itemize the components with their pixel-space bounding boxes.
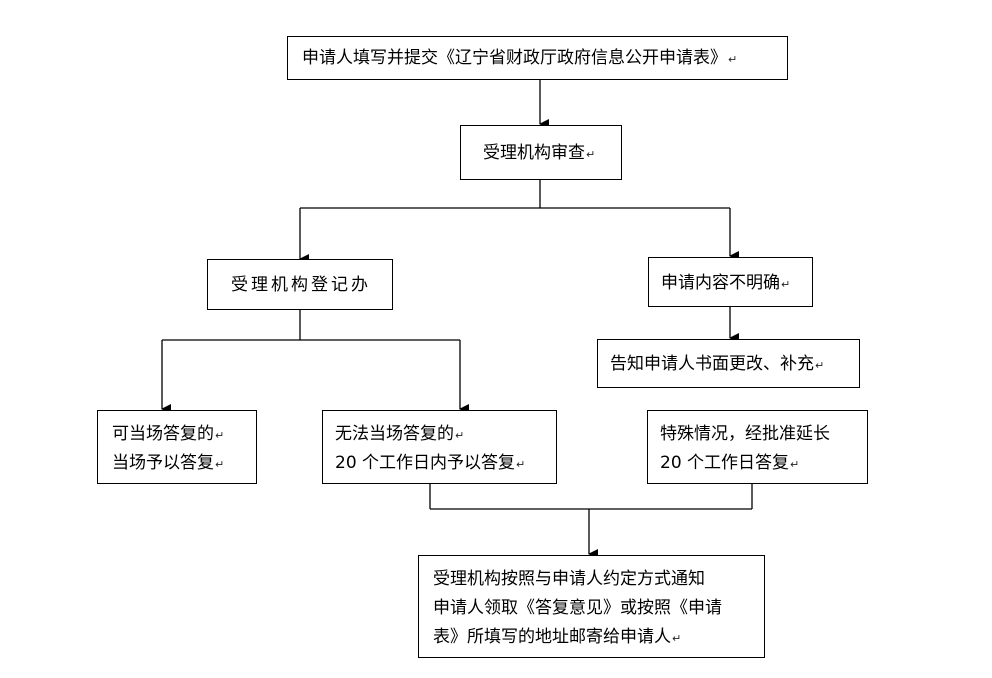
node-notify-change-text: 告知申请人书面更改、补充: [610, 354, 814, 374]
node-register-text: 受理机构登记办: [231, 275, 371, 295]
node-apply: 申请人填写并提交《辽宁省财政厅政府信息公开申请表》↵: [287, 36, 788, 80]
node-immediate-line1: 可当场答复的: [112, 424, 214, 444]
node-final: 受理机构按照与申请人约定方式通知 申请人领取《答复意见》或按照《申请 表》所填写…: [418, 555, 765, 658]
node-special: 特殊情况，经批准延长 20 个工作日答复↵: [647, 410, 868, 484]
node-final-line1: 受理机构按照与申请人约定方式通知: [433, 569, 705, 589]
node-final-line3: 表》所填写的地址邮寄给申请人: [433, 627, 671, 647]
paragraph-mark: ↵: [815, 359, 825, 372]
node-immediate-line2: 当场予以答复: [112, 453, 214, 473]
node-special-line2: 20 个工作日答复: [660, 453, 790, 473]
paragraph-mark: ↵: [516, 458, 526, 471]
node-special-line1: 特殊情况，经批准延长: [660, 424, 830, 444]
node-immediate: 可当场答复的↵ 当场予以答复↵: [97, 410, 257, 484]
paragraph-mark: ↵: [215, 429, 225, 442]
node-unclear: 申请内容不明确↵: [648, 257, 813, 307]
node-within20: 无法当场答复的↵ 20 个工作日内予以答复↵: [322, 410, 557, 484]
paragraph-mark: ↵: [586, 148, 596, 161]
node-review-text: 受理机构审查: [483, 143, 585, 163]
paragraph-mark: ↵: [215, 458, 225, 471]
paragraph-mark: ↵: [672, 632, 682, 645]
node-notify-change: 告知申请人书面更改、补充↵: [597, 339, 860, 388]
paragraph-mark: ↵: [781, 278, 791, 291]
node-final-line2: 申请人领取《答复意见》或按照《申请: [433, 598, 722, 618]
node-review: 受理机构审查↵: [460, 125, 622, 180]
node-apply-text: 申请人填写并提交《辽宁省财政厅政府信息公开申请表》: [302, 48, 727, 68]
paragraph-mark: ↵: [455, 429, 465, 442]
node-within20-line2: 20 个工作日内予以答复: [335, 453, 516, 473]
node-register: 受理机构登记办: [207, 259, 393, 310]
node-within20-line1: 无法当场答复的: [335, 424, 454, 444]
paragraph-mark: ↵: [728, 53, 738, 66]
node-unclear-text: 申请内容不明确: [661, 273, 780, 293]
paragraph-mark: ↵: [790, 458, 800, 471]
